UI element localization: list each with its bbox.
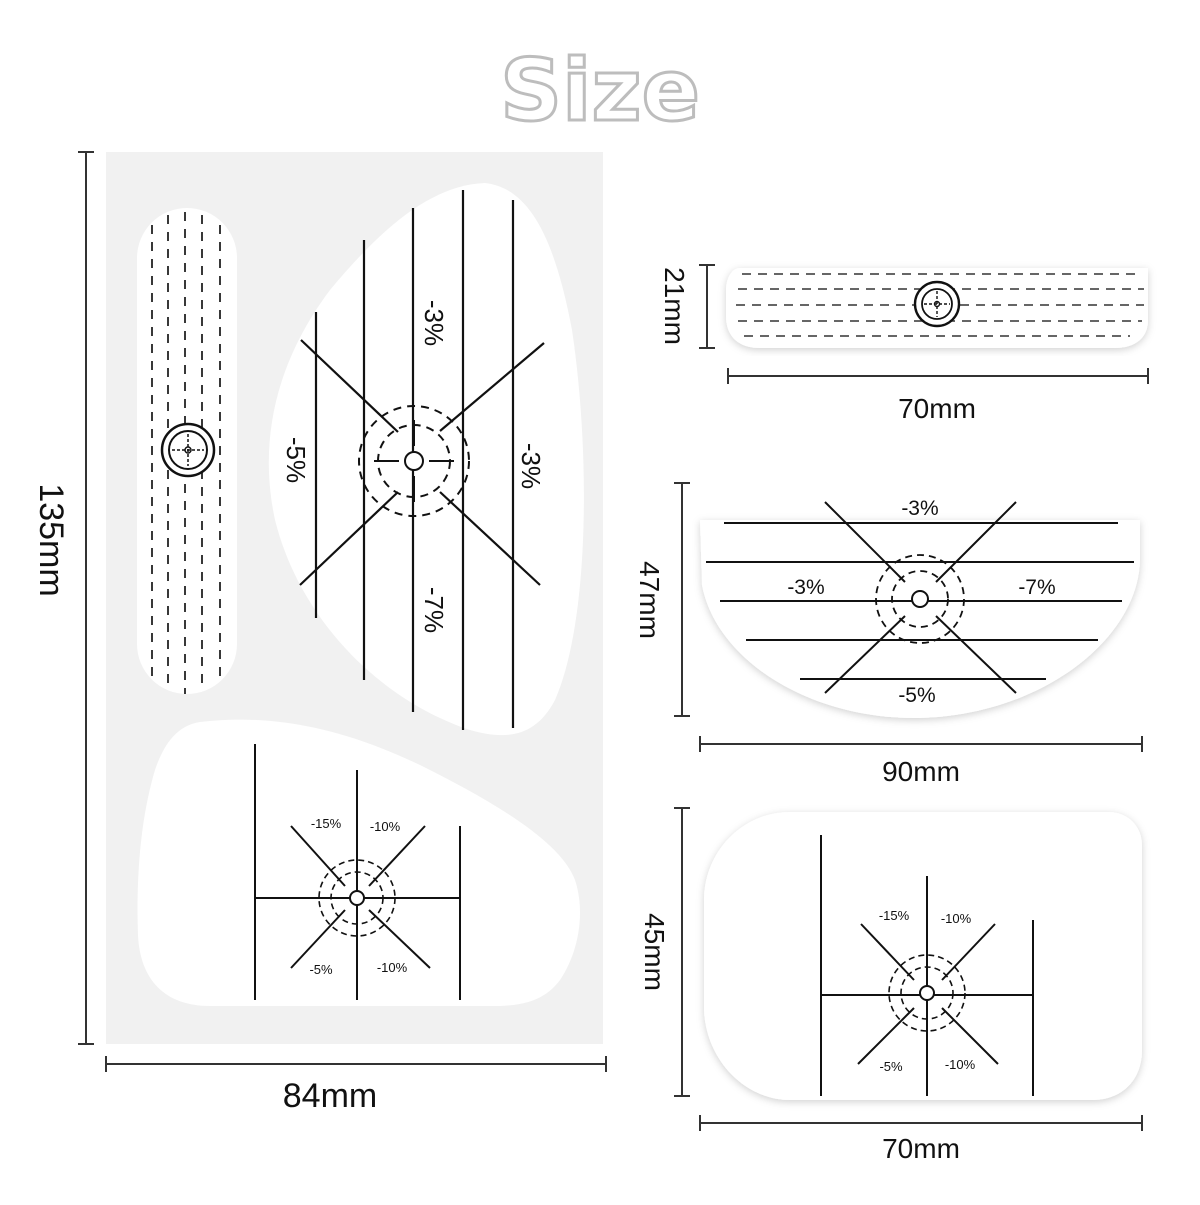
half-label-right: -7% [1018, 576, 1055, 599]
big-label-top: -3% [419, 300, 449, 346]
rect-label-bottom-left: -5% [879, 1059, 903, 1074]
rounded-rect-sticker: -15% -10% -5% -10% [704, 812, 1142, 1100]
half-oval-sticker: -3% -3% -7% -5% [700, 497, 1140, 719]
horizontal-strip-sticker [726, 268, 1148, 348]
rect-width-label: 70mm [882, 1133, 960, 1164]
strip-height-dimension [699, 264, 715, 349]
big-label-left: -5% [281, 437, 311, 483]
half-width-dimension [699, 736, 1143, 752]
tri-label-bottom-left: -5% [309, 962, 333, 977]
sheet-width-label: 84mm [283, 1077, 377, 1115]
page-title: Size [500, 41, 700, 141]
sheet-height-label: 135mm [32, 483, 70, 596]
half-height-label: 47mm [634, 561, 665, 639]
tri-label-bottom-right: -10% [377, 960, 408, 975]
tri-label-top-right: -10% [370, 819, 401, 834]
rect-label-top-left: -15% [879, 908, 910, 923]
half-label-left: -3% [787, 576, 824, 599]
big-label-bottom: -7% [419, 587, 449, 633]
big-label-right: -3% [516, 443, 546, 489]
rect-height-dimension [674, 807, 690, 1097]
rect-label-top-right: -10% [941, 911, 972, 926]
crosshair-target-icon [160, 422, 216, 478]
half-label-top: -3% [901, 497, 938, 520]
half-width-label: 90mm [882, 756, 960, 787]
strip-width-dimension [727, 368, 1149, 384]
half-height-dimension [674, 482, 690, 717]
strip-width-label: 70mm [898, 393, 976, 424]
rect-width-dimension [699, 1115, 1143, 1131]
driver-face-sticker: -3% -5% -3% -7% [268, 183, 584, 736]
half-label-bottom: -5% [898, 684, 935, 707]
vertical-strip-sticker [137, 208, 237, 694]
sheet-height-dimension [78, 151, 94, 1045]
tri-label-top-left: -15% [311, 816, 342, 831]
crosshair-target-icon-small [913, 280, 961, 328]
rect-height-label: 45mm [639, 913, 670, 991]
iron-face-sticker: -15% -10% -5% -10% [137, 719, 580, 1006]
strip-height-label: 21mm [659, 267, 690, 345]
sheet-width-dimension [105, 1056, 607, 1072]
rect-label-bottom-right: -10% [945, 1057, 976, 1072]
